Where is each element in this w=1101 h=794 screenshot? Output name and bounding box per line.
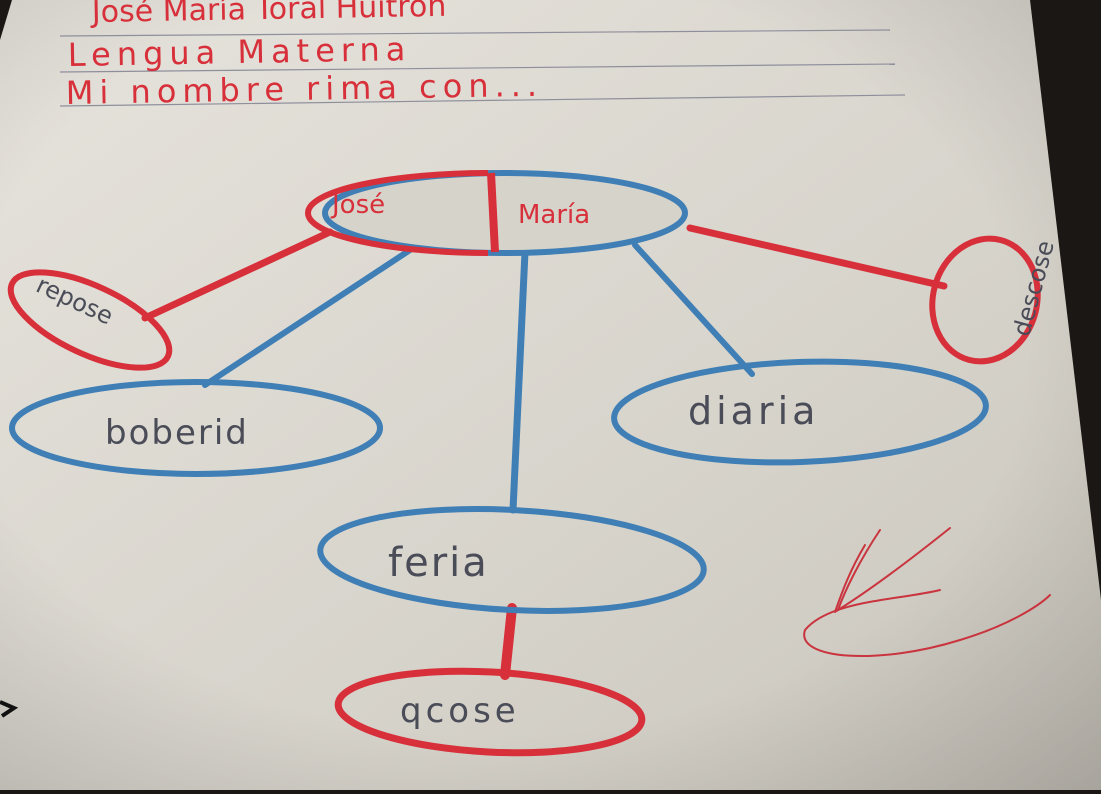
node-feria: feria: [317, 506, 707, 614]
subject-title: Lengua Materna: [67, 30, 411, 74]
center-label-jose: José: [330, 190, 385, 220]
center-node: José María: [305, 170, 688, 256]
node-diaria: diaria: [611, 358, 989, 466]
connector-boberid: [202, 247, 413, 388]
connector-feria: [509, 248, 529, 514]
node-label-boberid: boberid: [105, 413, 249, 453]
connector-repose: [141, 228, 334, 322]
node-boberid: boberid: [9, 379, 383, 477]
connectors: [141, 224, 948, 680]
checkmark-scribble: [803, 527, 1051, 657]
node-qcose: qcose: [334, 667, 646, 757]
connector-qcose: [500, 603, 517, 680]
arrow-tip-icon: [0, 700, 19, 718]
connector-diaria: [632, 242, 755, 377]
center-label-maria: María: [518, 200, 590, 230]
node-label-feria: feria: [388, 540, 489, 586]
activity-prompt: Mi nombre rima con...: [65, 66, 543, 112]
node-label-diaria: diaria: [688, 389, 819, 433]
node-label-qcose: qcose: [400, 691, 520, 731]
connector-descose: [686, 224, 948, 290]
ruled-lines: [59, 29, 906, 107]
